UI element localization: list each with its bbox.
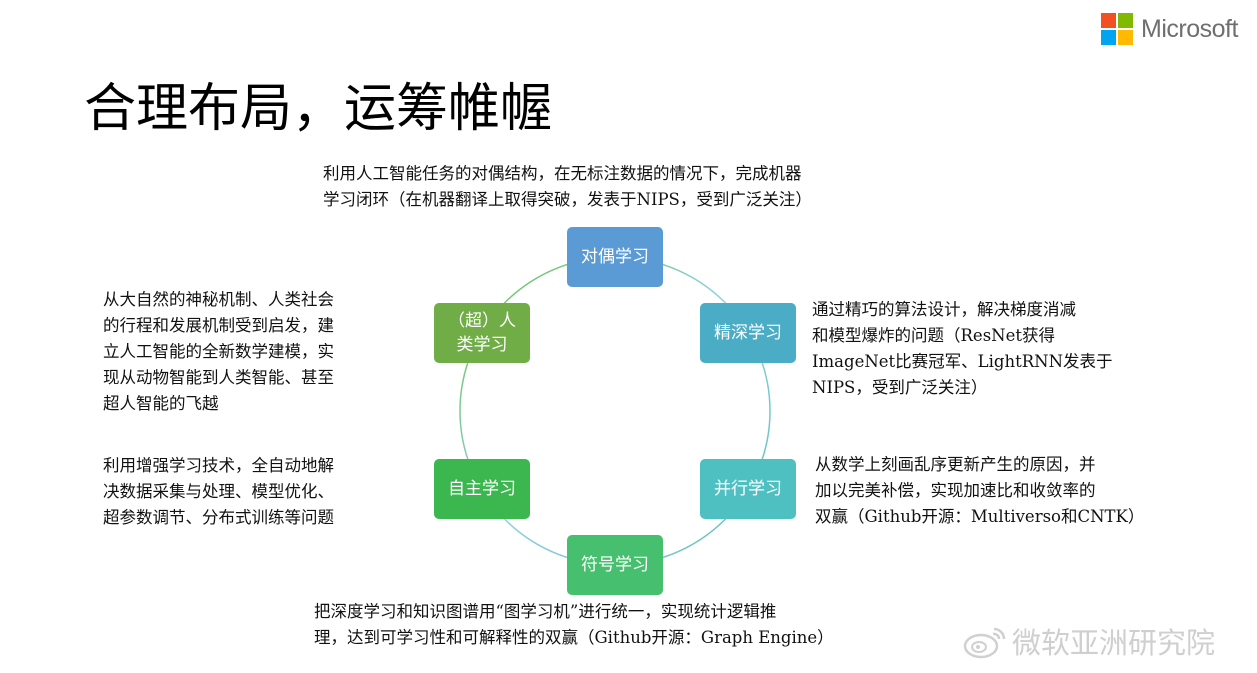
logo-square-red xyxy=(1101,13,1116,28)
desc-line: 立人工智能的全新数学建模，实 xyxy=(103,342,334,361)
logo-square-blue xyxy=(1101,30,1116,45)
desc-line: 利用人工智能任务的对偶结构，在无标注数据的情况下，完成机器 xyxy=(323,164,802,183)
node-symbolic-learning: 符号学习 xyxy=(567,535,663,595)
node-symbolic-learning-label: 符号学习 xyxy=(581,555,649,575)
desc-line: 把深度学习和知识图谱用“图学习机”进行统一，实现统计逻辑推 xyxy=(314,602,777,621)
node-dual-learning-label: 对偶学习 xyxy=(581,247,649,267)
desc-line: 利用增强学习技术，全自动地解 xyxy=(103,456,334,475)
logo-text: Microsoft xyxy=(1141,14,1238,43)
desc-line: 理，达到可学习性和可解释性的双赢（Github开源：Graph Engine） xyxy=(314,628,834,647)
desc-line: 从大自然的神秘机制、人类社会 xyxy=(103,290,334,309)
desc-line: 的行程和发展机制受到启发，建 xyxy=(103,316,334,335)
logo-square-green xyxy=(1118,13,1133,28)
desc-line: 现从动物智能到人类智能、甚至 xyxy=(103,368,334,387)
node-deep-learning-label: 精深学习 xyxy=(714,323,782,343)
weibo-icon xyxy=(963,627,1006,659)
desc-autonomous-learning: 利用增强学习技术，全自动地解 决数据采集与处理、模型优化、 超参数调节、分布式训… xyxy=(103,453,334,531)
desc-line: 决数据采集与处理、模型优化、 xyxy=(103,482,334,501)
watermark-text: 微软亚洲研究院 xyxy=(1012,626,1216,660)
desc-line: 超参数调节、分布式训练等问题 xyxy=(103,508,334,527)
desc-superhuman-learning: 从大自然的神秘机制、人类社会 的行程和发展机制受到启发，建 立人工智能的全新数学… xyxy=(103,287,334,417)
desc-line: 超人智能的飞越 xyxy=(103,394,219,413)
desc-line: 学习闭环（在机器翻译上取得突破，发表于NIPS，受到广泛关注） xyxy=(323,190,812,209)
desc-deep-learning: 通过精巧的算法设计，解决梯度消减 和模型爆炸的问题（ResNet获得 Image… xyxy=(812,297,1113,401)
microsoft-logo: Microsoft xyxy=(1101,13,1238,45)
slide-title: 合理布局，运筹帷幄 xyxy=(84,79,553,139)
node-dual-learning: 对偶学习 xyxy=(567,227,663,287)
node-deep-learning: 精深学习 xyxy=(700,303,796,363)
node-parallel-learning: 并行学习 xyxy=(700,459,796,519)
desc-line: 通过精巧的算法设计，解决梯度消减 xyxy=(812,300,1076,319)
node-superhuman-learning: （超）人 类学习 xyxy=(434,303,530,363)
logo-square-yellow xyxy=(1118,30,1133,45)
desc-parallel-learning: 从数学上刻画乱序更新产生的原因，并 加以完美补偿，实现加速比和收敛率的 双赢（G… xyxy=(815,452,1144,530)
desc-line: NIPS，受到广泛关注） xyxy=(812,378,988,397)
node-superhuman-learning-label-line2: 类学习 xyxy=(456,335,508,355)
desc-line: 加以完美补偿，实现加速比和收敛率的 xyxy=(815,481,1096,500)
desc-line: 从数学上刻画乱序更新产生的原因，并 xyxy=(815,455,1096,474)
node-parallel-learning-label: 并行学习 xyxy=(714,479,782,499)
node-autonomous-learning: 自主学习 xyxy=(434,459,530,519)
desc-symbolic-learning: 把深度学习和知识图谱用“图学习机”进行统一，实现统计逻辑推 理，达到可学习性和可… xyxy=(314,599,834,651)
node-superhuman-learning-label-line1: （超）人 xyxy=(448,311,516,331)
desc-line: 和模型爆炸的问题（ResNet获得 xyxy=(812,326,1055,345)
weibo-watermark: 微软亚洲研究院 xyxy=(962,620,1215,662)
node-autonomous-learning-label: 自主学习 xyxy=(448,479,516,499)
desc-dual-learning: 利用人工智能任务的对偶结构，在无标注数据的情况下，完成机器 学习闭环（在机器翻译… xyxy=(323,161,812,213)
desc-line: 双赢（Github开源：Multiverso和CNTK） xyxy=(815,507,1145,526)
microsoft-logo-icon xyxy=(1101,13,1133,45)
desc-line: ImageNet比赛冠军、LightRNN发表于 xyxy=(812,352,1113,371)
